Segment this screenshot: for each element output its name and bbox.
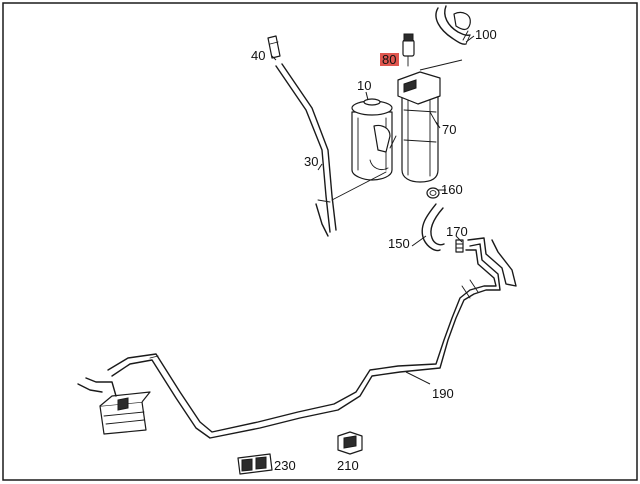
part-pump-assembly[interactable] bbox=[77, 377, 151, 435]
callout-80[interactable]: 80 bbox=[382, 52, 396, 67]
leader-40 bbox=[271, 55, 277, 61]
part-10-filter[interactable] bbox=[351, 98, 397, 181]
leader-70 bbox=[435, 121, 441, 129]
callout-80-highlight bbox=[380, 53, 399, 66]
part-30-line[interactable] bbox=[275, 63, 387, 237]
leader-100-b bbox=[419, 59, 463, 71]
callout-170[interactable]: 170 bbox=[446, 224, 468, 239]
part-150-hose[interactable] bbox=[421, 203, 445, 252]
callout-100[interactable]: 100 bbox=[475, 27, 497, 42]
leader-10 bbox=[365, 91, 369, 101]
part-190-fuel-line[interactable] bbox=[107, 237, 517, 439]
part-210-bracket[interactable] bbox=[337, 431, 363, 455]
callout-30[interactable]: 30 bbox=[304, 154, 318, 169]
part-230-clip[interactable] bbox=[237, 453, 273, 475]
leader-30 bbox=[317, 163, 323, 171]
callout-70[interactable]: 70 bbox=[442, 122, 456, 137]
part-40-connector[interactable] bbox=[267, 35, 281, 59]
callout-160[interactable]: 160 bbox=[441, 182, 463, 197]
callout-40[interactable]: 40 bbox=[251, 48, 265, 63]
callout-210[interactable]: 210 bbox=[337, 458, 359, 473]
part-100-hose[interactable] bbox=[435, 5, 471, 45]
callout-10[interactable]: 10 bbox=[357, 78, 371, 93]
callout-190[interactable]: 190 bbox=[432, 386, 454, 401]
leader-150 bbox=[411, 235, 427, 247]
callout-230[interactable]: 230 bbox=[274, 458, 296, 473]
part-70-canister[interactable] bbox=[397, 71, 441, 183]
part-160-oring[interactable] bbox=[426, 187, 440, 199]
leader-170 bbox=[455, 235, 463, 243]
part-80-valve[interactable] bbox=[402, 33, 415, 67]
callout-150[interactable]: 150 bbox=[388, 236, 410, 251]
leader-100 bbox=[465, 35, 475, 43]
